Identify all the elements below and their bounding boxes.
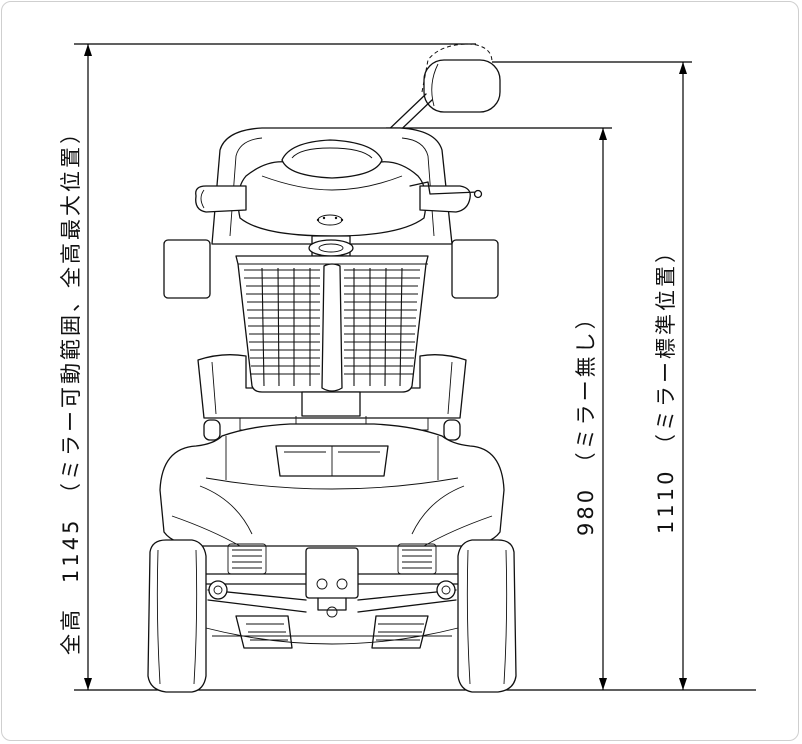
arrow-top-980 — [599, 128, 607, 140]
basket-grill-right — [344, 267, 420, 387]
arrow-top-1145 — [84, 44, 92, 56]
chassis — [203, 543, 461, 649]
label-no-mirror: 980 （ミラー無し） — [574, 305, 598, 536]
basket-grill-left — [244, 267, 320, 387]
arrow-bottom-1110 — [679, 678, 687, 690]
front-basket — [235, 255, 429, 393]
arrow-bottom-1145 — [84, 678, 92, 690]
front-body — [159, 423, 505, 547]
spring-left — [227, 543, 267, 575]
label-mirror-standard: 1110 （ミラー標準位置） — [654, 239, 678, 534]
tiller-console — [195, 139, 483, 257]
side-boxes — [163, 239, 499, 299]
arrow-bottom-980 — [599, 678, 607, 690]
seat — [197, 354, 467, 441]
label-total-height: 全高 1145 （ミラー可動範囲、全高最大位置） — [59, 120, 83, 655]
wheel-right — [457, 539, 517, 693]
wheels — [147, 539, 517, 693]
arrow-top-1110 — [679, 62, 687, 74]
wheel-left — [147, 539, 207, 693]
tiller-base — [301, 391, 361, 417]
spring-right — [397, 543, 437, 575]
